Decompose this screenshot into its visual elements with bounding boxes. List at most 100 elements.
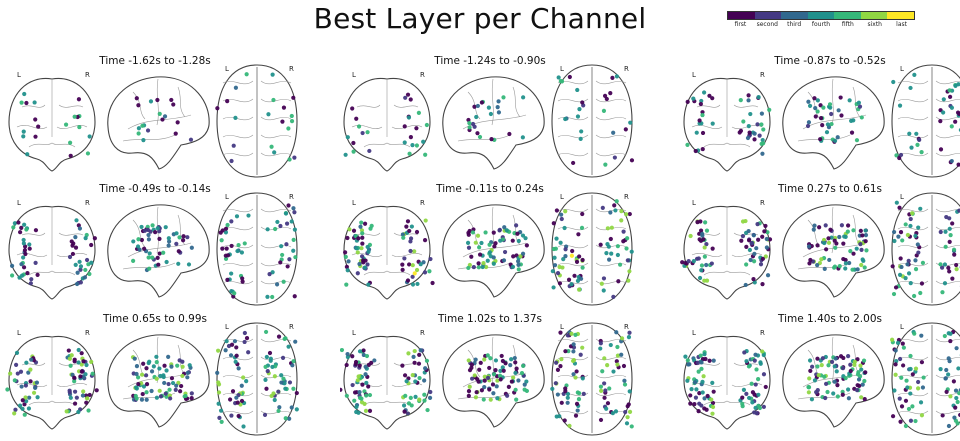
channel-dot [579, 225, 585, 231]
channel-dot [354, 409, 359, 415]
channel-dot [842, 234, 847, 239]
channel-dot [476, 379, 481, 384]
channel-dot [422, 237, 428, 243]
channel-dot [507, 131, 512, 137]
channel-dot [169, 364, 174, 369]
channel-dot [892, 388, 897, 393]
channel-dot [164, 368, 169, 373]
channel-dot [578, 276, 584, 281]
channel-dot [411, 354, 416, 359]
channel-dot [944, 389, 949, 394]
channel-dot [405, 219, 411, 224]
channel-dot [702, 90, 707, 95]
channel-dot [575, 114, 581, 119]
channel-dot [756, 392, 761, 397]
channel-dot [709, 397, 714, 402]
channel-dot [846, 396, 851, 401]
channel-dot [227, 397, 233, 402]
channel-dot [363, 408, 369, 413]
channel-dot [553, 381, 558, 386]
channel-dot [898, 419, 903, 424]
channel-dot [24, 227, 29, 232]
channel-dot [359, 254, 365, 259]
channel-dot [500, 358, 505, 364]
channel-dot [571, 160, 576, 166]
channel-dot [269, 144, 274, 149]
channel-dot [697, 391, 702, 396]
channel-dot [897, 155, 902, 161]
channel-dot [614, 199, 619, 204]
channel-dot [484, 264, 489, 270]
channel-dot [683, 354, 688, 359]
channel-dot [408, 135, 413, 140]
channel-dot [947, 359, 952, 364]
channel-dot [157, 236, 162, 242]
channel-dot [79, 362, 84, 367]
channel-dot [702, 254, 707, 259]
channel-dot [913, 267, 919, 272]
channel-dot [760, 282, 765, 287]
channel-dot [550, 269, 555, 274]
channel-dot [858, 363, 863, 368]
channel-dot [232, 291, 237, 296]
channel-dot [602, 93, 608, 98]
left-label: L [900, 65, 904, 73]
channel-dot [957, 111, 960, 116]
channel-dot [344, 282, 349, 287]
channel-dot [606, 244, 611, 249]
channel-dot [79, 351, 84, 356]
channel-dot [897, 272, 903, 277]
channel-dot [566, 349, 571, 354]
channel-dot [361, 348, 366, 353]
channel-dot [767, 107, 772, 112]
channel-dot [406, 351, 411, 356]
channel-dot [493, 241, 498, 246]
channel-dot [229, 271, 234, 276]
channel-dot [954, 346, 959, 351]
channel-dot [356, 124, 362, 129]
channel-dot [23, 395, 28, 400]
channel-dot [77, 259, 82, 264]
channel-dot [573, 413, 579, 418]
channel-dot [281, 279, 286, 284]
channel-dot [699, 98, 704, 104]
channel-dot [157, 366, 162, 371]
channel-dot [359, 396, 364, 401]
channel-dot [550, 386, 555, 391]
channel-dot [612, 155, 617, 160]
channel-dot [939, 265, 945, 270]
channel-dot [699, 360, 704, 365]
channel-dot [711, 358, 716, 363]
channel-dot [467, 125, 472, 130]
channel-dot [862, 265, 867, 270]
channel-dot [400, 363, 405, 368]
channel-dot [704, 242, 709, 247]
channel-dot [599, 388, 604, 393]
channel-dot [764, 236, 769, 242]
channel-dot [854, 138, 860, 143]
colorbar-label: first [734, 21, 747, 28]
channel-dot [700, 379, 705, 384]
left-label: L [352, 71, 356, 79]
channel-dot [760, 137, 765, 143]
channel-dot [913, 258, 918, 263]
channel-dot [220, 246, 225, 251]
channel-dot [167, 387, 172, 392]
channel-dot [848, 249, 853, 254]
channel-dot [622, 382, 628, 387]
colorbar-label: sixth [867, 21, 882, 28]
channel-dot [292, 155, 297, 160]
channel-dot [470, 376, 475, 381]
channel-dot [516, 378, 521, 383]
channel-dot [272, 374, 277, 379]
channel-dot [81, 359, 86, 364]
channel-dot [598, 341, 603, 346]
channel-dot [155, 226, 160, 231]
channel-dot [832, 138, 838, 143]
channel-dot [890, 414, 896, 419]
channel-dot [767, 237, 773, 242]
channel-dot [236, 413, 241, 419]
channel-dot [839, 223, 844, 228]
channel-dot [366, 249, 371, 254]
channel-dot [863, 228, 868, 233]
